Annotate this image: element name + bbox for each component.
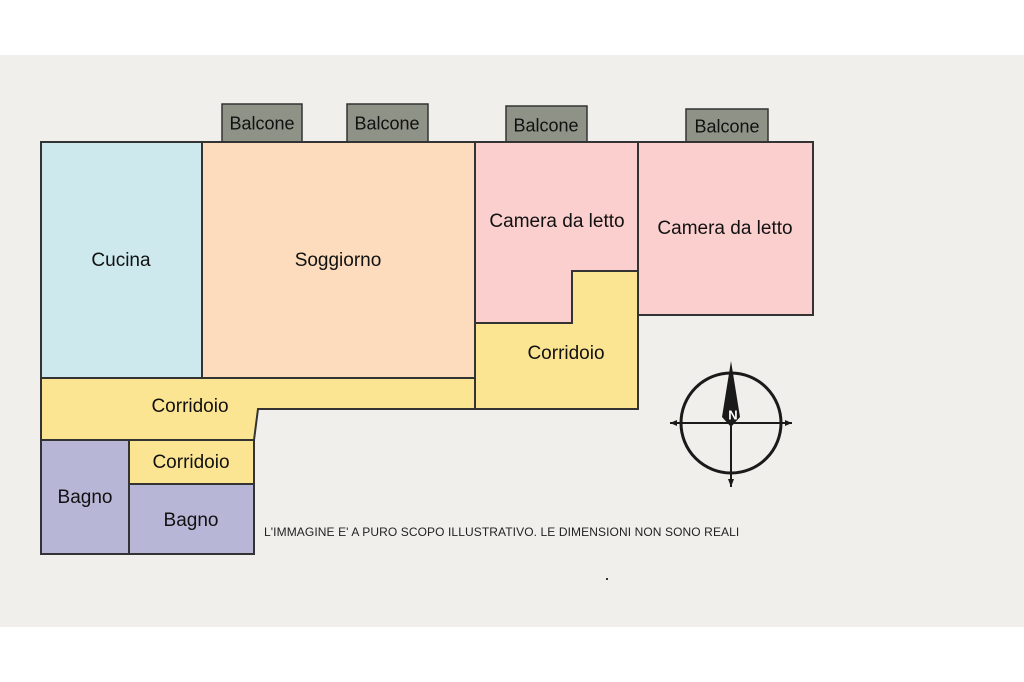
corridor-right-label: Corridoio [527,343,605,364]
bathroom-2-label: Bagno [163,510,219,531]
balcony-1 [221,103,303,143]
corridor-small-label: Corridoio [152,452,230,473]
room-bathroom-1 [40,439,130,555]
kitchen-label: Cucina [91,250,151,271]
balcony-4 [685,108,769,143]
balcony-3-label: Balcone [513,115,579,136]
room-living [201,141,476,379]
compass-rose-icon [670,361,792,487]
stray-dot [606,578,608,580]
floor-plan-canvas: Balcone Balcone Balcone Balcone Cucina S… [0,55,1024,627]
living-label: Soggiorno [294,250,382,271]
balcony-2-label: Balcone [354,113,420,134]
corridor-main-label: Corridoio [151,396,229,417]
bedroom-2-label: Camera da letto [657,218,793,239]
bedroom-1-label: Camera da letto [489,211,625,232]
room-kitchen [40,141,203,379]
floor-plan [40,103,814,555]
disclaimer-text: L'IMMAGINE E' A PURO SCOPO ILLUSTRATIVO.… [264,525,740,539]
balcony-1-label: Balcone [229,113,295,134]
room-bedroom-2 [637,141,814,316]
room-bathroom-2 [128,483,255,555]
room-corridor-small [128,439,255,485]
compass-north-label: N [728,407,738,423]
room-corridor-main [40,377,476,441]
balcony-4-label: Balcone [694,116,760,137]
balcony-2 [346,103,429,143]
bathroom-1-label: Bagno [57,487,113,508]
